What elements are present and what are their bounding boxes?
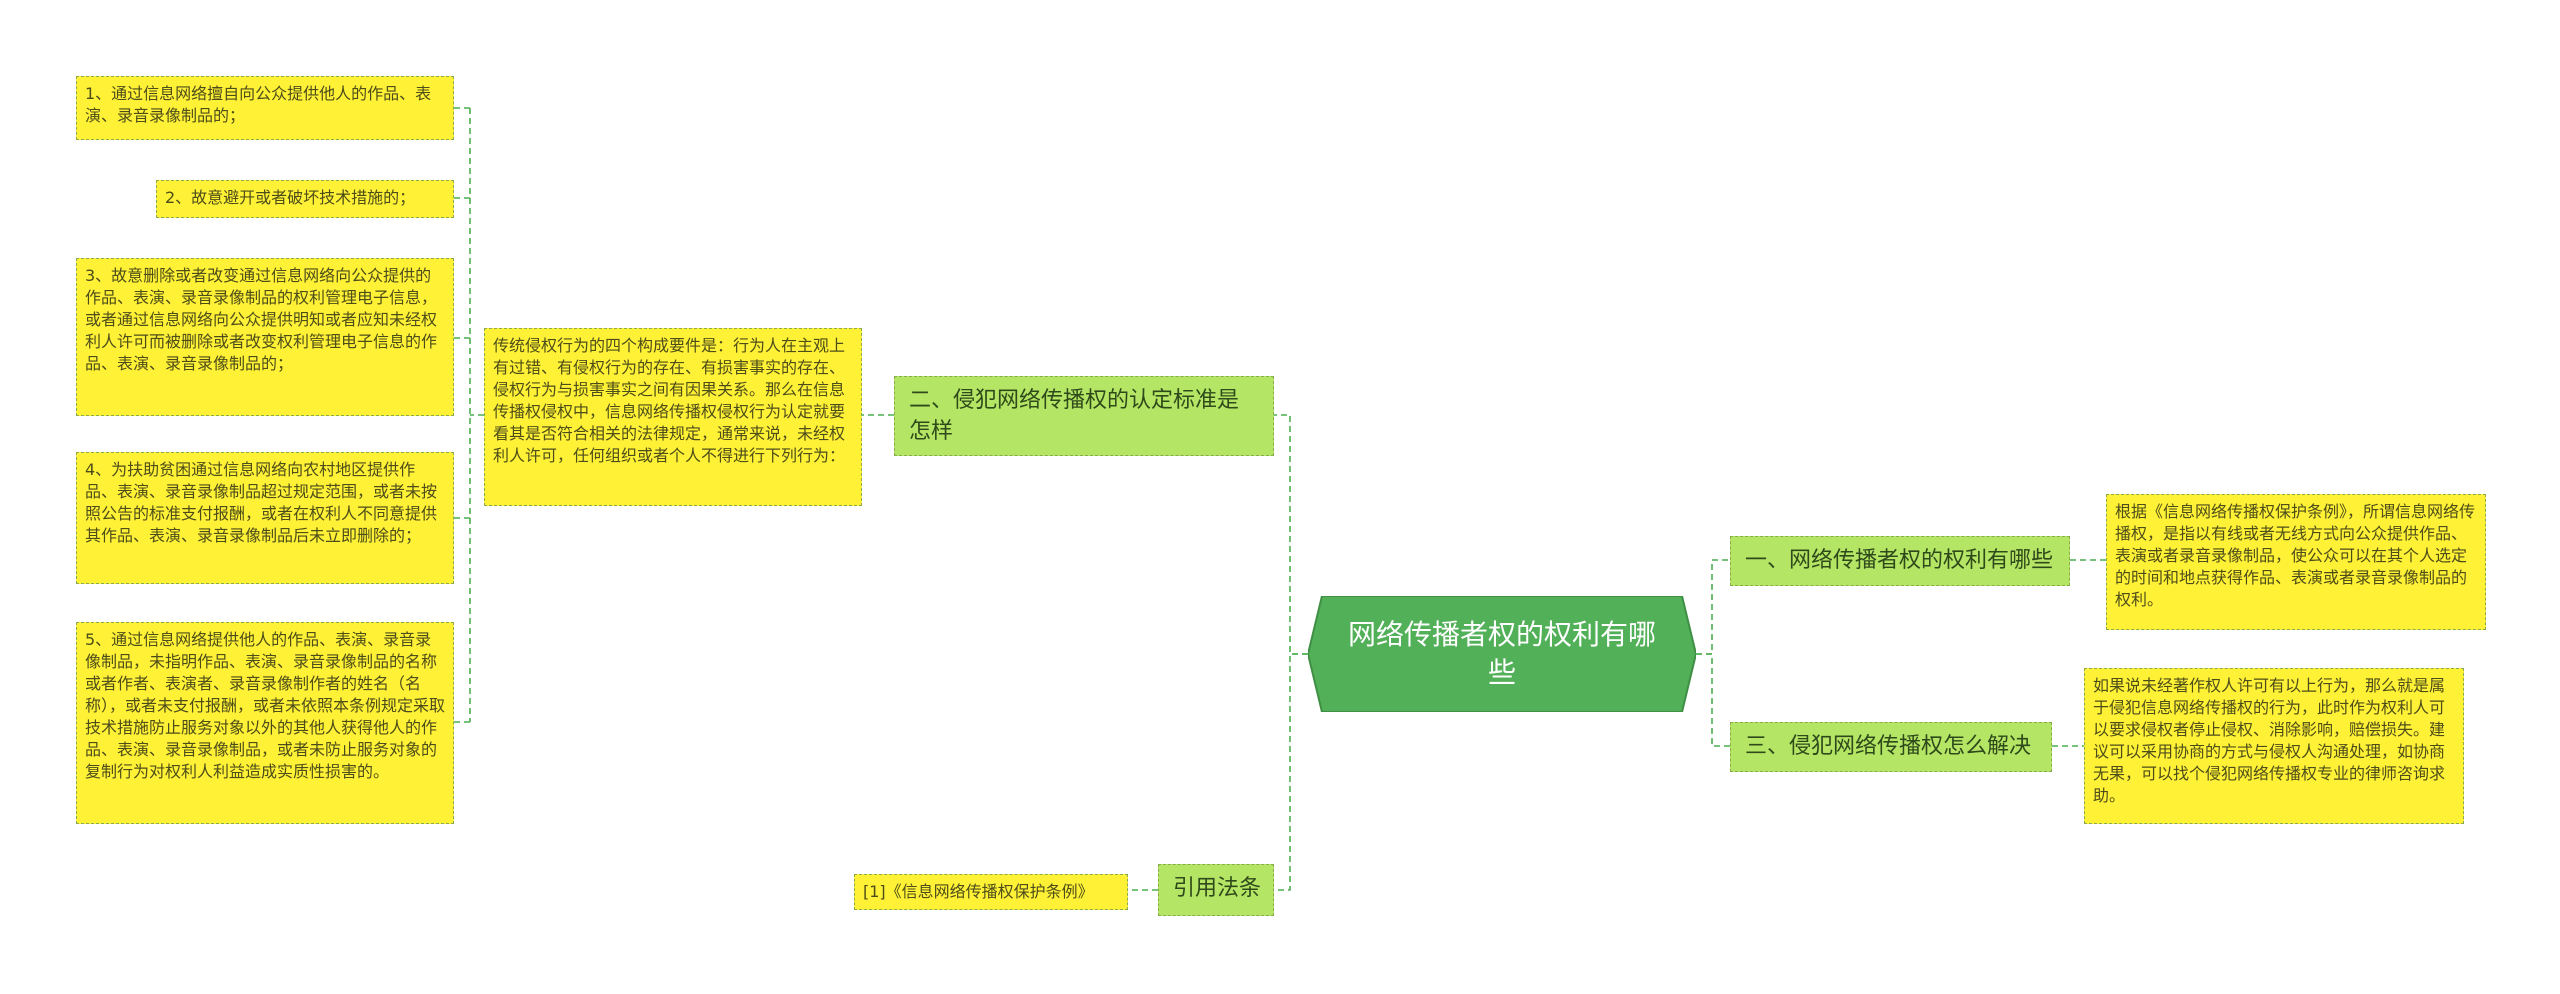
root-hexagon-shape — [1308, 596, 1696, 712]
act-item-4[interactable]: 4、为扶助贫困通过信息网络向农村地区提供作品、表演、录音录像制品超过规定范围，或… — [76, 452, 454, 584]
act-item-2[interactable]: 2、故意避开或者破坏技术措施的； — [156, 180, 454, 218]
act-item-1[interactable]: 1、通过信息网络擅自向公众提供他人的作品、表演、录音录像制品的； — [76, 76, 454, 140]
act-text: 2、故意避开或者破坏技术措施的； — [165, 188, 416, 207]
detail-rights-definition[interactable]: 根据《信息网络传播权保护条例》，所谓信息网络传播权，是指以有线或者无线方式向公众… — [2106, 494, 2486, 630]
branch-how-to-resolve[interactable]: 三、侵犯网络传播权怎么解决 — [1730, 722, 2052, 772]
act-text: 3、故意删除或者改变通过信息网络向公众提供的作品、表演、录音录像制品的权利管理电… — [85, 266, 438, 373]
branch-network-rights[interactable]: 一、网络传播者权的权利有哪些 — [1730, 536, 2070, 586]
connector-root-b4 — [1274, 653, 1308, 891]
act-item-3[interactable]: 3、故意删除或者改变通过信息网络向公众提供的作品、表演、录音录像制品的权利管理电… — [76, 258, 454, 416]
branch-label: 三、侵犯网络传播权怎么解决 — [1745, 734, 2032, 759]
branch-label: 引用法条 — [1173, 876, 1262, 901]
root-node[interactable]: 网络传播者权的权利有哪些 — [1308, 596, 1696, 712]
branch-label: 一、网络传播者权的权利有哪些 — [1745, 548, 2054, 573]
detail-text: 传统侵权行为的四个构成要件是：行为人在主观上有过错、有侵权行为的存在、有损害事实… — [493, 336, 846, 465]
connector-root-b3 — [1696, 653, 1730, 747]
act-item-5[interactable]: 5、通过信息网络提供他人的作品、表演、录音录像制品，未指明作品、表演、录音录像制… — [76, 622, 454, 824]
connector-root-b2 — [1274, 414, 1308, 655]
act-text: 1、通过信息网络擅自向公众提供他人的作品、表演、录音录像制品的； — [85, 84, 432, 125]
act-text: 5、通过信息网络提供他人的作品、表演、录音录像制品，未指明作品、表演、录音录像制… — [85, 630, 446, 781]
detail-text: [1]《信息网络传播权保护条例》 — [863, 882, 1094, 901]
act-text: 4、为扶助贫困通过信息网络向农村地区提供作品、表演、录音录像制品超过规定范围，或… — [85, 460, 438, 545]
root-label: 网络传播者权的权利有哪些 — [1347, 618, 1656, 689]
detail-law-reference[interactable]: [1]《信息网络传播权保护条例》 — [854, 874, 1128, 910]
branch-label: 二、侵犯网络传播权的认定标准是怎样 — [909, 388, 1240, 444]
branch-infringement-standard[interactable]: 二、侵犯网络传播权的认定标准是怎样 — [894, 376, 1274, 456]
connector-root-b1 — [1696, 559, 1730, 655]
detail-resolution-advice[interactable]: 如果说未经著作权人许可有以上行为，那么就是属于侵犯信息网络传播权的行为，此时作为… — [2084, 668, 2464, 824]
detail-infringement-elements[interactable]: 传统侵权行为的四个构成要件是：行为人在主观上有过错、有侵权行为的存在、有损害事实… — [484, 328, 862, 506]
branch-cited-law[interactable]: 引用法条 — [1158, 864, 1274, 916]
connector-d2-acts — [469, 108, 484, 722]
detail-text: 根据《信息网络传播权保护条例》，所谓信息网络传播权，是指以有线或者无线方式向公众… — [2115, 502, 2476, 609]
detail-text: 如果说未经著作权人许可有以上行为，那么就是属于侵犯信息网络传播权的行为，此时作为… — [2093, 676, 2446, 805]
